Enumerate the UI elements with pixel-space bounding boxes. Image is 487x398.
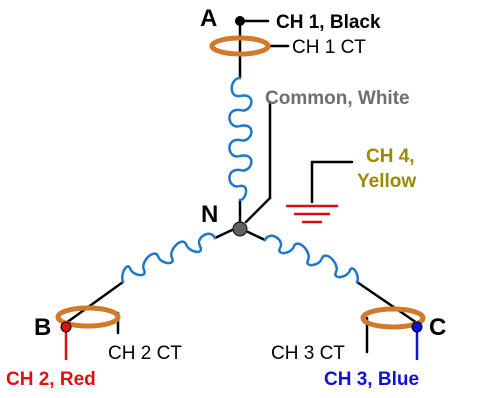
- terminal-b: [60, 321, 72, 333]
- ground-symbol: [285, 160, 354, 224]
- wire-n-to-coil-c: [246, 230, 267, 242]
- node-label-n: N: [201, 201, 218, 228]
- label-ch4-line1: CH 4,: [366, 146, 415, 167]
- label-ch4-line2: Yellow: [357, 171, 416, 192]
- wire-coil-c-to-c: [355, 280, 419, 325]
- label-ch3-ct: CH 3 CT: [271, 343, 345, 364]
- node-label-a: A: [200, 5, 217, 32]
- label-ch2-ct: CH 2 CT: [108, 343, 182, 364]
- wire-common-diag: [244, 196, 272, 224]
- terminal-a: [235, 16, 245, 26]
- wire-n-to-coil-b: [213, 228, 234, 240]
- label-common: Common, White: [265, 88, 410, 109]
- node-n: [232, 221, 248, 237]
- ct-ring-ch2: [55, 305, 121, 329]
- node-label-c: C: [429, 314, 446, 341]
- ct-ring-ch3: [360, 306, 426, 330]
- ct-ring-ch1: [209, 35, 271, 57]
- label-ch2: CH 2, Red: [6, 369, 96, 390]
- coil-c: [263, 234, 359, 284]
- node-label-b: B: [34, 314, 51, 341]
- label-ch1: CH 1, Black: [276, 12, 381, 33]
- label-ch3: CH 3, Blue: [324, 369, 419, 390]
- terminal-c: [411, 321, 423, 333]
- label-ch1-ct: CH 1 CT: [292, 37, 366, 58]
- wire-coil-b-to-b: [64, 280, 125, 325]
- coil-b: [121, 232, 217, 284]
- coil-a: [228, 76, 253, 202]
